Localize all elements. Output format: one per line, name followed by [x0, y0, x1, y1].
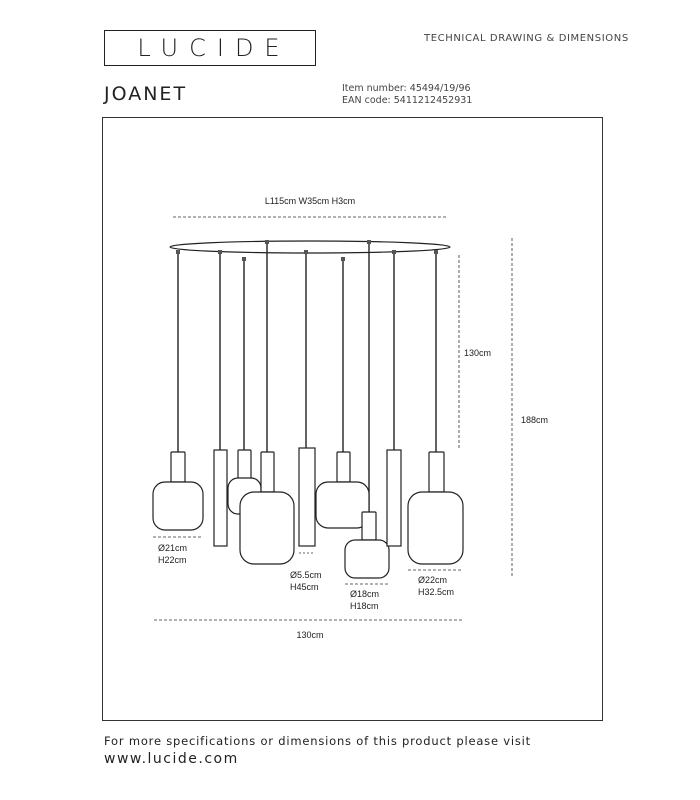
pendant-tube: [213, 449, 228, 547]
brand-logo-text: LUCIDE: [137, 34, 291, 62]
pendant-tube: [298, 447, 316, 547]
footer-website-link[interactable]: www.lucide.com: [104, 751, 239, 767]
pendant-tube: [386, 449, 402, 547]
brand-logo: LUCIDE: [104, 30, 316, 66]
item-number: Item number: 45494/19/96: [342, 83, 471, 94]
shade-large-dimension: Ø22cm H32.5cm: [408, 569, 463, 597]
shade-mini-diameter: Ø18cm: [350, 589, 379, 599]
cable-hooks: [176, 240, 438, 261]
pendant-small-glass: [152, 451, 204, 531]
shade-tube-height: H45cm: [290, 582, 319, 592]
total-height-dimension: 188cm: [511, 238, 548, 578]
canopy: [169, 240, 451, 254]
product-name: JOANET: [104, 83, 188, 105]
shade-small-dimension: Ø21cm H22cm: [153, 536, 203, 565]
document-header-title: TECHNICAL DRAWING & DIMENSIONS: [424, 33, 629, 44]
shade-mini-height: H18cm: [350, 601, 379, 611]
pendant-large-glass: [239, 451, 295, 565]
shade-tube-diameter: Ø5.5cm: [290, 570, 322, 580]
shade-mini-dimension: Ø18cm H18cm: [345, 583, 389, 611]
pendant-large-glass: [407, 451, 464, 565]
drawing-frame: [102, 117, 603, 721]
shade-small-diameter: Ø21cm: [158, 543, 187, 553]
drop-height-label: 130cm: [464, 348, 491, 358]
total-width-label: 130cm: [296, 630, 323, 640]
shade-large-height: H32.5cm: [418, 587, 454, 597]
footer-info-text: For more specifications or dimensions of…: [104, 734, 531, 748]
total-height-label: 188cm: [521, 415, 548, 425]
canopy-dimension: L115cm W35cm H3cm: [173, 196, 447, 218]
pendant-small-glass: [315, 451, 370, 529]
product-meta: Item number: 45494/19/96 EAN code: 54112…: [342, 83, 472, 107]
shade-small-height: H22cm: [158, 555, 187, 565]
shade-tube-dimension: Ø5.5cm H45cm: [290, 552, 322, 592]
ean-code: EAN code: 5411212452931: [342, 95, 473, 106]
total-width-dimension: 130cm: [154, 619, 464, 640]
canopy-dimension-label: L115cm W35cm H3cm: [265, 196, 355, 206]
shade-large-diameter: Ø22cm: [418, 575, 447, 585]
cables: [177, 244, 437, 512]
drop-height-dimension: 130cm: [458, 255, 491, 450]
pendant-mini-glass: [344, 511, 390, 579]
